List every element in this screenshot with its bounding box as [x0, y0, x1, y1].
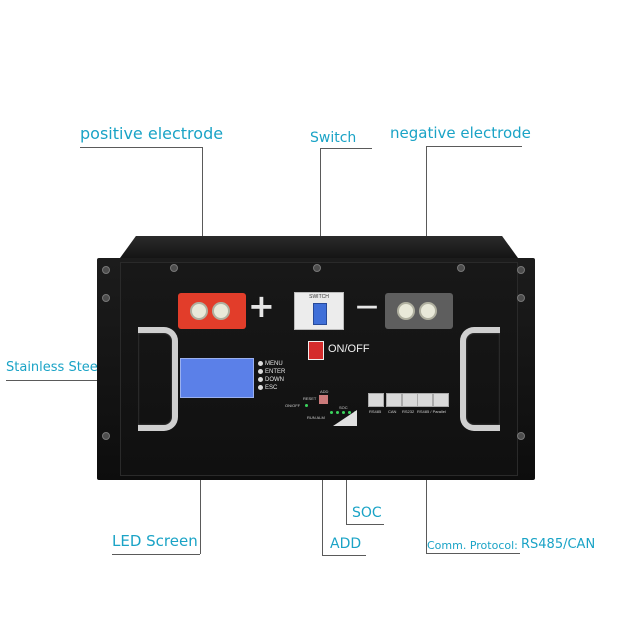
screw-icon	[517, 266, 525, 274]
led-indicator	[305, 404, 308, 407]
led-indicator	[330, 411, 333, 414]
down-label: DOWN	[265, 377, 284, 383]
screw-icon	[102, 432, 110, 440]
negative-leader-h	[426, 146, 522, 147]
add-small-label: ADD	[320, 389, 329, 394]
rs485-port-label: RS485	[369, 409, 382, 414]
soc-leader-h	[346, 524, 384, 525]
screw-icon	[517, 294, 525, 302]
rs232-port-label: RS232	[402, 409, 415, 414]
esc-label: ESC	[265, 385, 278, 391]
reset-label: RESET	[303, 396, 317, 401]
menu-buttons: MENU ENTER DOWN ESC	[258, 360, 285, 392]
down-button[interactable]: DOWN	[258, 376, 285, 384]
bolt-icon	[419, 302, 437, 320]
negative-leader-v	[426, 146, 427, 304]
plus-sign: +	[248, 287, 275, 325]
onoff-button[interactable]	[308, 341, 324, 360]
battery-top-cover	[120, 236, 518, 258]
bolt-icon	[190, 302, 208, 320]
switch-callout: Switch	[310, 130, 357, 146]
screw-icon	[102, 266, 110, 274]
minus-sign: —	[356, 294, 378, 319]
enter-label: ENTER	[265, 369, 286, 375]
menu-button[interactable]: MENU	[258, 360, 285, 368]
negative-terminal[interactable]	[385, 293, 453, 329]
add-button[interactable]	[319, 395, 328, 404]
positive-electrode-callout: positive electrode	[80, 124, 224, 143]
can-port[interactable]	[386, 393, 402, 407]
screw-icon	[102, 294, 110, 302]
breaker-switch[interactable]: SWITCH	[294, 292, 344, 330]
switch-label: SWITCH	[309, 294, 329, 300]
onoff-label: ON/OFF	[328, 343, 370, 355]
screw-icon	[517, 432, 525, 440]
rs485-parallel-label: RS485 / Parallel	[417, 409, 446, 414]
screw-icon	[313, 264, 321, 272]
soc-indicator	[333, 410, 357, 426]
comm-leader-h	[426, 553, 520, 554]
bolt-icon	[397, 302, 415, 320]
add-leader-h	[322, 555, 366, 556]
led-screen	[180, 358, 254, 398]
switch-leader-v	[320, 148, 321, 294]
rs485-parallel-port-2[interactable]	[433, 393, 449, 407]
rs485-parallel-port-1[interactable]	[417, 393, 433, 407]
onoff-small-label: ON/OFF	[285, 403, 301, 408]
comm-protocol-value: RS485/CAN	[521, 537, 596, 552]
positive-leader-h	[80, 147, 202, 148]
menu-label: MENU	[265, 361, 283, 367]
soc-callout: SOC	[352, 505, 382, 521]
right-handle[interactable]	[460, 327, 500, 431]
negative-electrode-callout: negative electrode	[390, 124, 531, 142]
esc-button[interactable]: ESC	[258, 384, 285, 392]
add-callout: ADD	[330, 536, 362, 552]
positive-leader-v	[202, 147, 203, 303]
run-alm-label: RUN ALM	[307, 415, 325, 420]
led-screen-callout: LED Screen	[112, 532, 198, 550]
switch-leader-h	[320, 148, 372, 149]
soc-small-label: SOC	[339, 405, 348, 410]
positive-terminal[interactable]	[178, 293, 246, 329]
comm-leader-v	[426, 408, 427, 553]
rs232-port[interactable]	[402, 393, 418, 407]
can-port-label: CAN	[388, 409, 397, 414]
comm-protocol-label: Comm. Protocol:	[427, 539, 518, 552]
bolt-icon	[212, 302, 230, 320]
screw-icon	[457, 264, 465, 272]
switch-toggle[interactable]	[313, 303, 327, 325]
rs485-port[interactable]	[368, 393, 384, 407]
screw-icon	[170, 264, 178, 272]
handle-leader-h	[6, 380, 156, 381]
led-leader-h	[112, 554, 200, 555]
enter-button[interactable]: ENTER	[258, 368, 285, 376]
left-handle[interactable]	[138, 327, 178, 431]
